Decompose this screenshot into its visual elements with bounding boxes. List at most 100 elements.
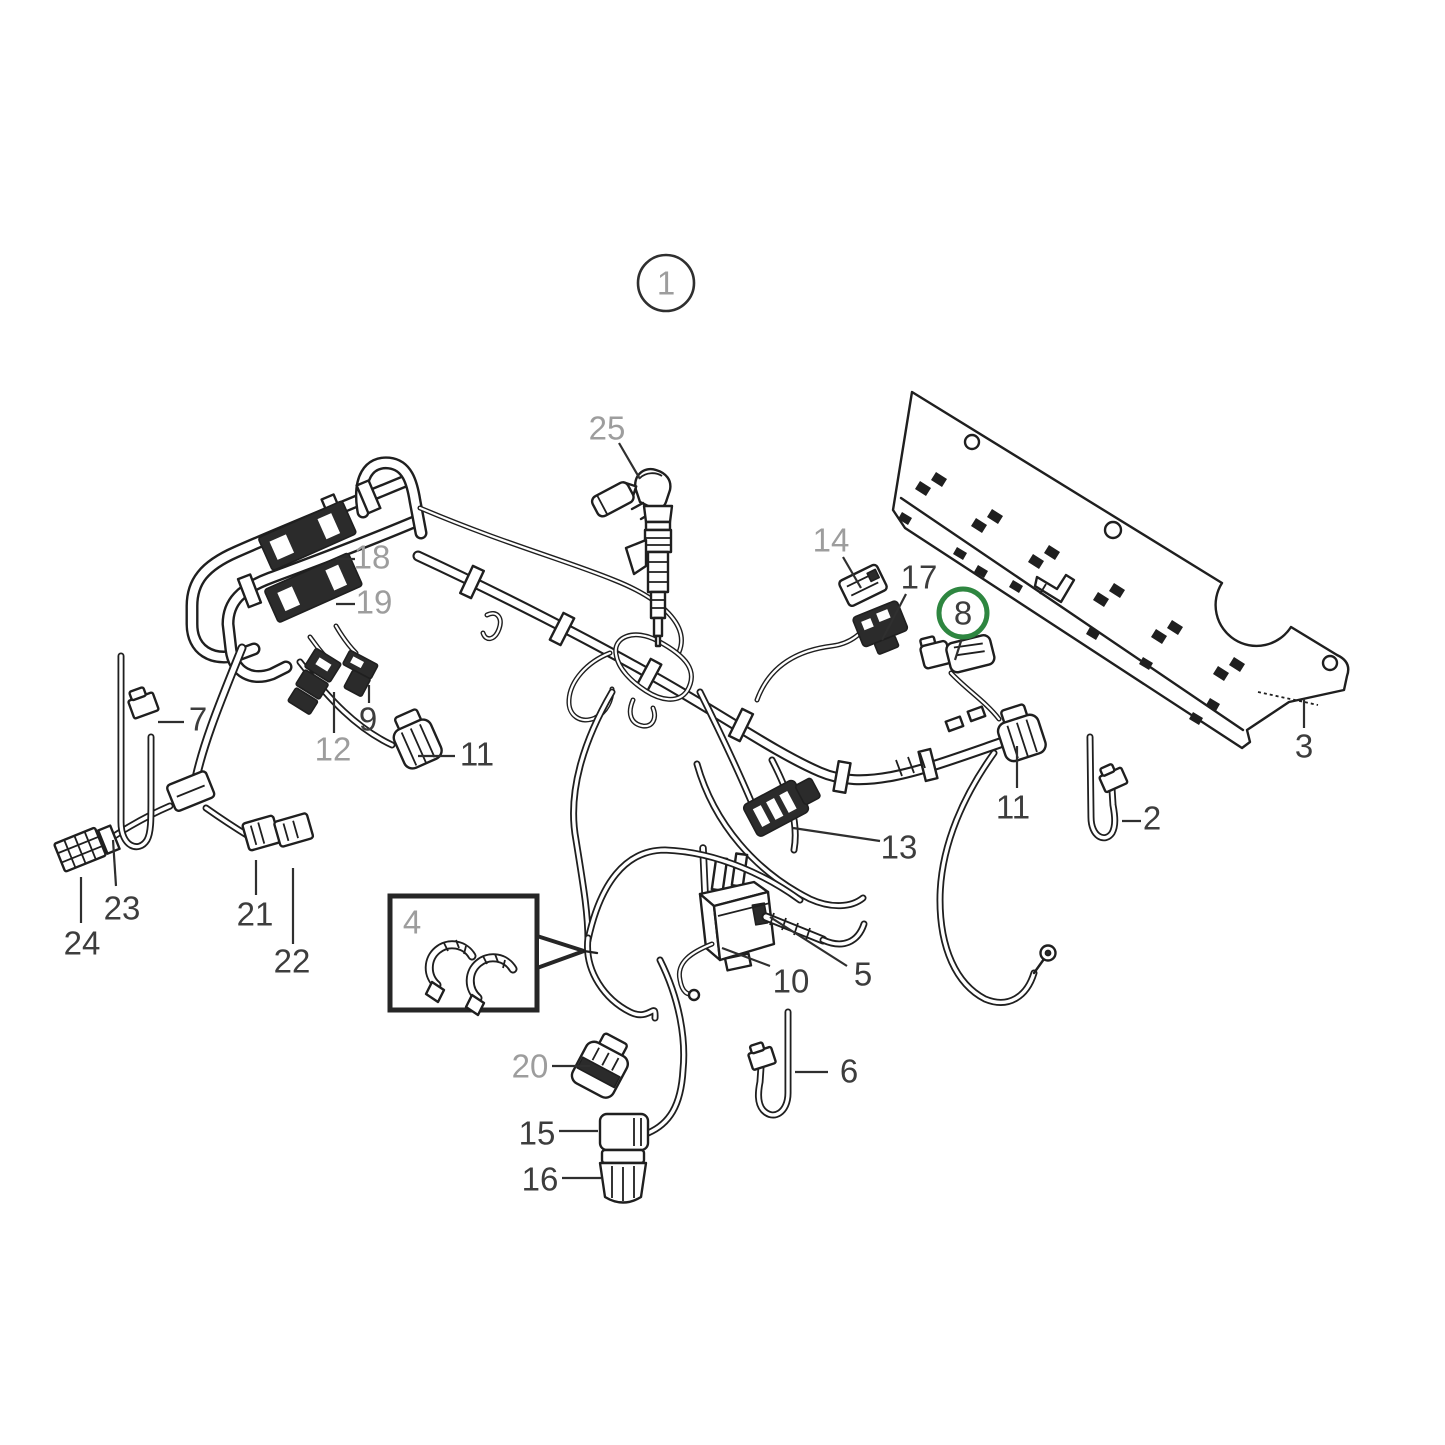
callout-8[interactable]: 8: [936, 586, 990, 661]
bracket-fold-line: [899, 496, 1245, 732]
part-number-label: 12: [315, 731, 352, 768]
connector-block-18: [258, 500, 357, 571]
bracket-clip-slot: [1033, 573, 1076, 604]
connector-24: [53, 824, 121, 873]
connector-13: [742, 777, 821, 837]
part-number-label: 13: [881, 829, 918, 866]
connector-9: [342, 649, 379, 697]
main-harness-trunk: [418, 508, 1000, 795]
part-number-label: 25: [589, 410, 626, 447]
cable-hook-2: [1090, 737, 1129, 838]
callout-25[interactable]: 25: [589, 410, 641, 480]
connector-16: [598, 1148, 648, 1204]
part-number-label: 23: [104, 890, 141, 927]
part-number-label: 24: [64, 925, 101, 962]
connector-17: [852, 600, 909, 655]
callout-leader-line: [721, 946, 771, 968]
callout-4[interactable]: 4: [403, 904, 421, 941]
callout-10[interactable]: 10: [721, 946, 810, 1000]
part-number-label: 3: [1295, 728, 1313, 765]
callout-19[interactable]: 19: [336, 584, 392, 621]
callout-22[interactable]: 22: [274, 868, 311, 980]
clip-inset-box: [387, 893, 599, 1017]
wire-tip: [687, 988, 701, 1002]
callout-20[interactable]: 20: [512, 1048, 590, 1085]
part-number-label: 10: [773, 963, 810, 1000]
callout-circle: [636, 253, 696, 313]
part-number-label: 2: [1143, 800, 1161, 837]
sleeve: [590, 481, 635, 518]
retainer-clips: [424, 939, 518, 1017]
callout-leader-line: [953, 637, 964, 661]
callout-15[interactable]: 15: [519, 1115, 598, 1152]
callout-24[interactable]: 24: [64, 877, 101, 962]
part-number-label: 15: [519, 1115, 556, 1152]
highlight-circle: [936, 586, 990, 640]
bracket-hole: [1103, 520, 1123, 540]
callout-2[interactable]: 2: [1122, 800, 1161, 837]
terminal-stem: [1032, 957, 1046, 975]
callout-leader-line: [881, 593, 907, 641]
callout-leader-line: [842, 556, 862, 589]
part-number-label: 21: [237, 896, 274, 933]
callout-23[interactable]: 23: [104, 839, 141, 927]
callout-18[interactable]: 18: [336, 539, 390, 576]
sensor-wires-bottom: [569, 692, 804, 1204]
callout-13[interactable]: 13: [792, 826, 918, 866]
connector-11-left: [392, 708, 443, 770]
bracket-serrated-edge: [1257, 691, 1319, 706]
cable-hook-7: [121, 656, 160, 847]
part-number-label: 1: [657, 265, 675, 302]
callout-5[interactable]: 5: [769, 916, 872, 993]
part-number-label: 8: [954, 595, 972, 632]
callout-leader-line: [111, 839, 118, 887]
part-number-label: 18: [354, 539, 391, 576]
trunk-ribs: [895, 752, 926, 777]
lower-middle-branches: [679, 692, 864, 1002]
callout-6[interactable]: 6: [795, 1053, 858, 1090]
callout-leader-line: [769, 916, 848, 967]
part-number-label: 11: [460, 736, 494, 773]
solenoid-box-5-10: [698, 852, 776, 972]
fuel-injector: [590, 467, 674, 648]
callout-14[interactable]: 14: [813, 522, 862, 589]
part-number-label: 7: [189, 701, 207, 738]
part-number-label: 11: [996, 789, 1030, 826]
callout-17[interactable]: 17: [881, 559, 937, 641]
right-branches: [757, 563, 1057, 1003]
inset-pointer: [535, 934, 586, 970]
callout-9[interactable]: 9: [359, 685, 377, 738]
part-number-label: 19: [356, 584, 393, 621]
part-number-label: 9: [359, 701, 377, 738]
connector-block-19: [264, 552, 363, 623]
part-number-label: 14: [813, 522, 850, 559]
injector-body: [624, 504, 674, 648]
part-number-label: 4: [403, 904, 421, 941]
connector-20: [570, 1032, 630, 1099]
mounting-bracket-part-3: [891, 390, 1350, 750]
connector-11-right: [996, 703, 1047, 763]
callout-12[interactable]: 12: [315, 692, 352, 768]
connector-15: [598, 1112, 650, 1152]
callout-11L[interactable]: 11: [418, 736, 494, 773]
end-connector-pin: [944, 715, 965, 733]
part-number-label: 5: [854, 956, 872, 993]
bracket-hole: [1321, 654, 1339, 672]
callout-leader-line: [618, 442, 641, 480]
bracket-hole: [963, 433, 981, 451]
callout-21[interactable]: 21: [237, 860, 274, 933]
callout-11R[interactable]: 11: [996, 746, 1030, 826]
fuel-rail-assembly: [53, 463, 443, 873]
callout-leader-line: [792, 826, 881, 843]
callout-16[interactable]: 16: [522, 1161, 601, 1198]
cable-hook-6: [747, 1012, 788, 1115]
part-number-label: 20: [512, 1048, 549, 1085]
connector-21-22: [241, 812, 315, 852]
callout-3[interactable]: 3: [1295, 699, 1313, 765]
callout-7[interactable]: 7: [158, 701, 207, 738]
connector-8: [919, 634, 996, 674]
callout-1[interactable]: 1: [636, 253, 696, 313]
